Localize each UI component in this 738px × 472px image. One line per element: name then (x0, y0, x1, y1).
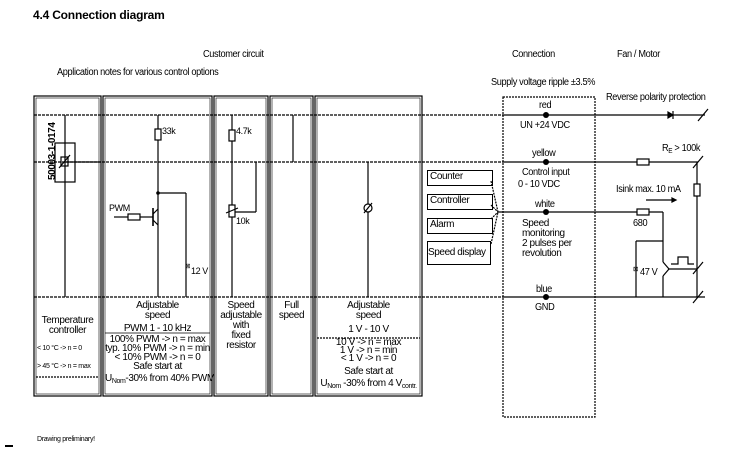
wire-yellow-desc1: Control input (522, 167, 570, 178)
connection-frame (502, 96, 596, 418)
re-label: RE > 100k (662, 143, 701, 155)
terminal-yellow (543, 159, 549, 165)
fan-motor-header: Fan / Motor (617, 49, 660, 60)
page-marker (5, 445, 13, 447)
pwm-input-label: PWM (109, 203, 130, 213)
wire-blue-label: blue (536, 284, 552, 295)
fixed-resistor-label: 4.7k (236, 126, 252, 136)
customer-circuit-header: Customer circuit (203, 49, 264, 60)
sensor-part-number: 50003-1-0174 (47, 122, 58, 180)
voltage-label: Adjustable speed 1 V - 10 V (347, 300, 390, 335)
wire-white-label: white (535, 199, 555, 210)
fixed-resistor-text: Speed adjustable with fixed resistor (220, 300, 262, 351)
terminal-blue (543, 294, 549, 300)
column-full-speed-frame (269, 95, 314, 397)
supply-ripple-label: Supply voltage ripple ±3.5% (491, 77, 596, 88)
zener-47-icon: ⊠ (633, 266, 639, 273)
pot-label: 10k (236, 216, 250, 226)
connection-header: Connection (512, 49, 555, 60)
column-pwm-frame (102, 95, 213, 397)
full-speed-text: Full speed (278, 300, 305, 321)
terminal-red (543, 112, 549, 118)
voltage-notes: 10 V -> n = max 1 V -> n = min < 1 V -> … (320, 337, 417, 391)
wire-yellow-label: yellow (532, 148, 556, 159)
pwm-resistor-label: 33k (162, 126, 176, 136)
pwm-zener-label: 12 V (191, 266, 208, 276)
cut-mark (697, 108, 709, 122)
wire-yellow-desc2: 0 - 10 VDC (518, 179, 560, 190)
isink-label: Isink max. 10 mA (616, 184, 681, 195)
output-counter: Counter (427, 170, 493, 186)
footer-note: Drawing preliminary! (37, 436, 95, 443)
resistor-680-label: 680 (633, 218, 648, 229)
output-controller: Controller (427, 194, 493, 210)
pwm-notes: 100% PWM -> n = max typ. 10% PWM -> n = … (105, 334, 215, 386)
column-temperature-frame (33, 95, 102, 397)
zener-47-label: 47 V (640, 267, 658, 278)
application-notes-header: Application notes for various control op… (57, 67, 219, 78)
wire-red-desc: UN +24 VDC (520, 120, 570, 131)
reverse-polarity-label: Reverse polarity protection (606, 92, 706, 103)
output-alarm: Alarm (427, 218, 493, 234)
pwm-label: Adjustable speed PWM 1 - 10 kHz (123, 300, 192, 334)
wire-blue-desc: GND (535, 302, 555, 313)
wire-white-desc: Speed monitoring 2 pulses per revolution (522, 218, 572, 259)
terminal-white (543, 209, 549, 215)
page-title: 4.4 Connection diagram (33, 8, 165, 22)
column-fixed-resistor-frame (213, 95, 269, 397)
output-speed-display: Speed display (427, 241, 491, 265)
column-voltage-frame (314, 95, 423, 397)
temperature-label: Temperature controller (41, 315, 94, 336)
zener-icon: ⊠ (185, 263, 191, 270)
temp-note-low: < 10 °C -> n = 0 (37, 345, 82, 352)
temp-note-high: > 45 °C -> n = max (37, 363, 91, 370)
wire-red-label: red (539, 100, 552, 111)
